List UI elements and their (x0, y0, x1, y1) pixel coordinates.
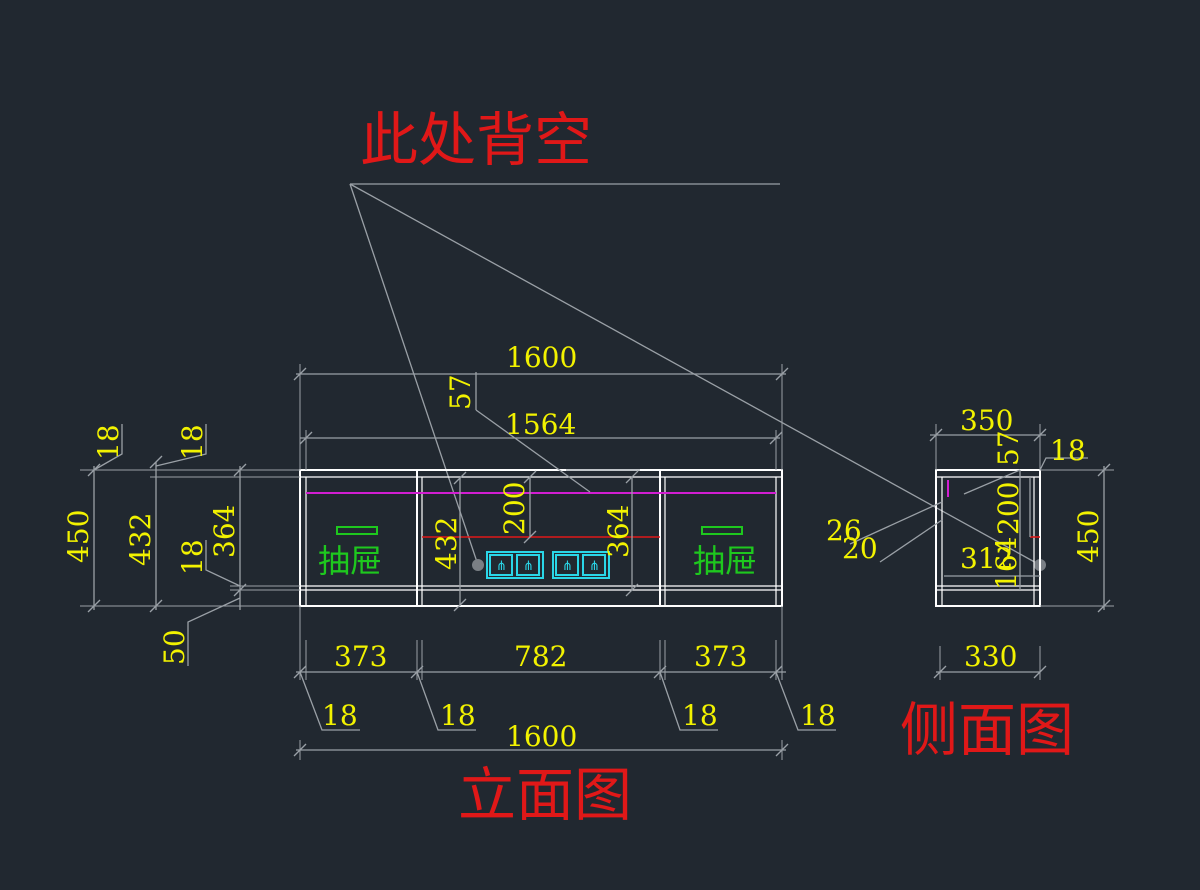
svg-text:⋔: ⋔ (496, 559, 507, 574)
dim-364-left: 364 (208, 505, 241, 558)
side-view-title: 侧面图 (900, 696, 1074, 764)
dim-18-left-a: 18 (92, 424, 125, 460)
side-cabinet (935, 469, 1041, 607)
drawer-handle-icon (336, 526, 378, 535)
dim-18-left-c: 18 (176, 539, 209, 575)
front-dimension-lines (293, 364, 836, 760)
note-back-open: 此处背空 (360, 106, 592, 174)
front-view-title: 立面图 (458, 761, 632, 829)
dim-18-a: 18 (322, 699, 358, 732)
dim-50-left: 50 (158, 629, 191, 665)
dim-450-side: 450 (1072, 510, 1105, 563)
drawer-handle-icon (701, 526, 743, 535)
front-cabinet: 抽屉 抽屉 ⋔ ⋔ ⋔ ⋔ (299, 469, 783, 607)
dim-364-mid: 364 (602, 505, 635, 558)
dim-18-b: 18 (440, 699, 476, 732)
dim-373-left: 373 (334, 640, 387, 673)
dim-1600-bottom: 1600 (506, 720, 577, 753)
svg-text:⋔: ⋔ (589, 559, 600, 574)
dim-18-side: 18 (1050, 434, 1086, 467)
dim-200-mid: 200 (498, 482, 531, 535)
dim-164-side: 164 (990, 537, 1023, 590)
svg-text:⋔: ⋔ (562, 559, 573, 574)
dim-57-front: 57 (444, 374, 477, 410)
dim-18-left-b: 18 (176, 424, 209, 460)
drawer-label-right: 抽屉 (693, 542, 757, 580)
dim-432-mid: 432 (430, 517, 463, 570)
dim-450-left: 450 (62, 510, 95, 563)
side-dimension-lines (849, 424, 1114, 680)
svg-text:⋔: ⋔ (523, 559, 534, 574)
dim-312-side: 312 (960, 542, 1013, 575)
left-dimension-lines (80, 424, 300, 666)
dim-782: 782 (514, 640, 567, 673)
dim-18-c: 18 (682, 699, 718, 732)
dim-18-d: 18 (800, 699, 836, 732)
dim-350-side: 350 (960, 404, 1013, 437)
electrical-socket-icon: ⋔ ⋔ (552, 551, 610, 579)
dim-26-side: 26 (826, 514, 862, 547)
dim-20-side: 20 (842, 532, 878, 565)
dim-1564: 1564 (505, 408, 576, 441)
electrical-socket-icon: ⋔ ⋔ (486, 551, 544, 579)
dim-373-right: 373 (694, 640, 747, 673)
dim-1600-top: 1600 (506, 341, 577, 374)
dim-432-left: 432 (124, 513, 157, 566)
dim-200-side: 200 (992, 482, 1025, 535)
dim-57-side: 57 (992, 430, 1025, 466)
drawer-label-left: 抽屉 (318, 542, 382, 580)
dim-330-side: 330 (964, 640, 1017, 673)
